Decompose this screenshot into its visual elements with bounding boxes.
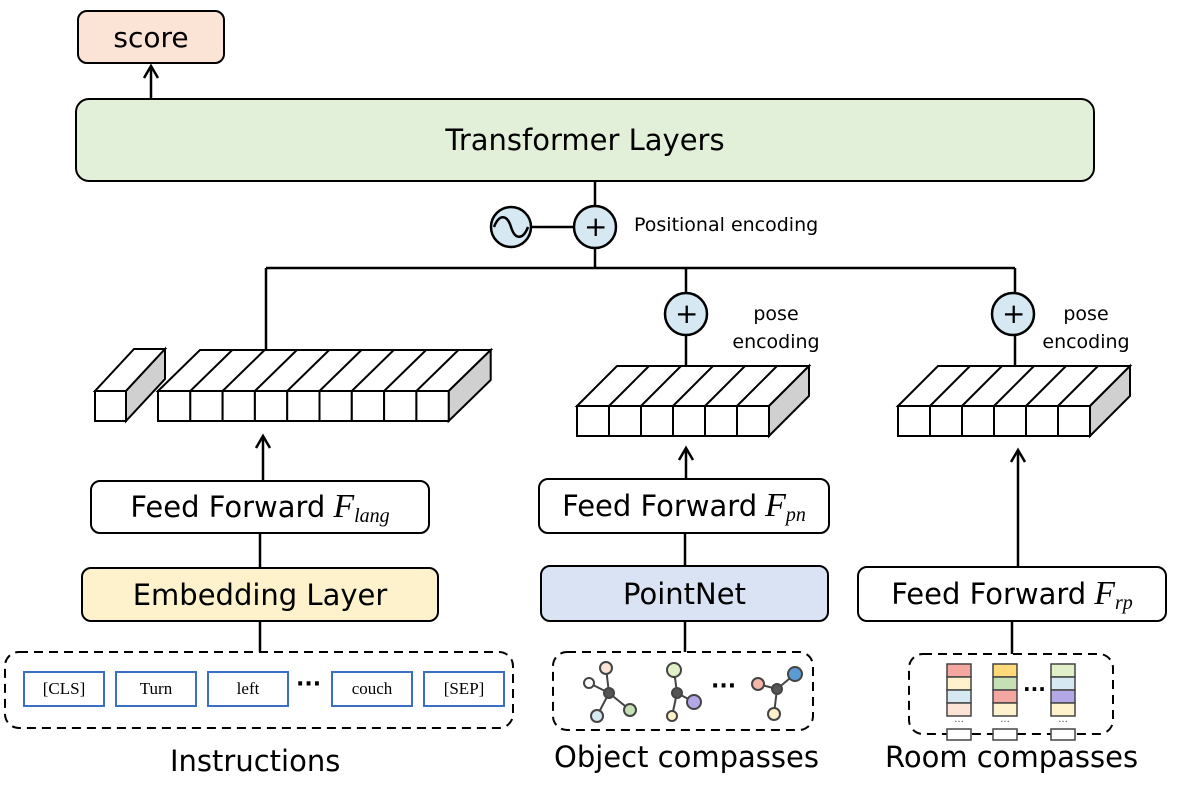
token-cell (415, 390, 450, 422)
token-cell (736, 405, 770, 437)
object-graph-icons (583, 661, 803, 723)
feed-forward-label: Feed Forward (130, 490, 326, 524)
svg-text:···: ··· (1000, 717, 1010, 728)
pose-plus-symbol-pn: + (675, 297, 699, 330)
token-cell (286, 390, 321, 422)
instructions-container (4, 651, 514, 729)
score-box: score (77, 10, 225, 64)
instructions-caption: Instructions (170, 744, 341, 778)
pose-encoding-line-2: encoding (732, 331, 820, 353)
pose-plus-icon-rp (990, 291, 1036, 337)
pointnet-box: PointNet (540, 565, 829, 622)
pointnet-label: PointNet (623, 576, 746, 611)
object-compasses-caption: Object compasses (554, 740, 819, 774)
positional-plus-icon (572, 204, 618, 250)
svg-text:···: ··· (954, 717, 964, 728)
object-graph-icon-1 (583, 661, 637, 723)
token-cell (1025, 405, 1059, 437)
token-cell (94, 390, 127, 422)
token-cell (672, 405, 706, 437)
token-cell (1057, 405, 1091, 437)
room-token-block (895, 363, 1133, 439)
pose-plus-symbol-rp: + (1002, 297, 1026, 330)
room-icon-1: ··· (946, 663, 972, 741)
room-compasses-container (908, 653, 1114, 735)
token-turn: Turn (115, 671, 197, 707)
room-ellipsis: ··· (1023, 677, 1046, 701)
feed-forward-subscript: lang (354, 504, 390, 527)
room-icon-3: ··· (1050, 663, 1076, 741)
feed-forward-symbol: F (765, 487, 786, 524)
feed-forward-subscript: rp (1115, 591, 1133, 614)
object-compasses-container (552, 651, 814, 731)
token-cell (221, 390, 256, 422)
token-blocks (92, 346, 1133, 439)
pose-encoding-line-1: pose (753, 303, 799, 325)
token-cell (383, 390, 418, 422)
pose-encoding-line-1: pose (1063, 303, 1109, 325)
token-cell (318, 390, 353, 422)
token-cell (961, 405, 995, 437)
embedding-layer-box: Embedding Layer (81, 567, 439, 622)
token-cell (576, 405, 610, 437)
token-cell (253, 390, 289, 422)
pose-plus-icon-pn (663, 291, 709, 337)
svg-text:···: ··· (1058, 717, 1068, 728)
object-graph-icon-2 (666, 662, 702, 722)
transformer-layers-box: Transformer Layers (75, 98, 1095, 182)
object-graph-icon-3 (751, 666, 803, 721)
feed-forward-subscript: pn (785, 503, 806, 526)
object-token-block (574, 363, 812, 439)
room-icon-2: ··· (992, 663, 1018, 741)
token-cell (897, 405, 931, 437)
room-compass-icons: ··· ··· ··· (946, 663, 1076, 741)
score-label: score (113, 20, 189, 54)
token-ellipsis: ··· (296, 672, 322, 697)
token-cell (704, 405, 738, 437)
pose-encoding-label-rp: pose encoding (1036, 300, 1136, 356)
token-cell (157, 390, 192, 422)
pose-encoding-label-pn: pose encoding (726, 300, 826, 356)
token-cell (608, 405, 642, 437)
pose-encoding-line-2: encoding (1042, 331, 1130, 353)
token-cls: [CLS] (23, 671, 105, 707)
language-token-block (155, 347, 494, 424)
positional-encoding-label: Positional encoding (634, 214, 819, 236)
token-cell (993, 405, 1027, 437)
token-cell (350, 390, 386, 422)
room-compasses-caption: Room compasses (885, 740, 1139, 774)
token-cell (640, 405, 674, 437)
feed-forward-symbol: F (333, 488, 355, 525)
feed-forward-label: Feed Forward (891, 577, 1087, 611)
positional-plus-symbol: + (584, 210, 608, 243)
token-left: left (207, 671, 289, 707)
embedding-label: Embedding Layer (132, 577, 388, 612)
token-cell (189, 390, 224, 422)
cls-token-block (92, 346, 168, 424)
token-sep: [SEP] (423, 671, 505, 707)
token-cell (929, 405, 963, 437)
feed-forward-label: Feed Forward (562, 489, 758, 523)
object-ellipsis: ··· (711, 674, 737, 699)
feed-forward-symbol: F (1094, 575, 1115, 612)
sine-wave-icon (489, 205, 533, 249)
transformer-label: Transformer Layers (445, 123, 725, 157)
token-couch: couch (331, 671, 413, 707)
